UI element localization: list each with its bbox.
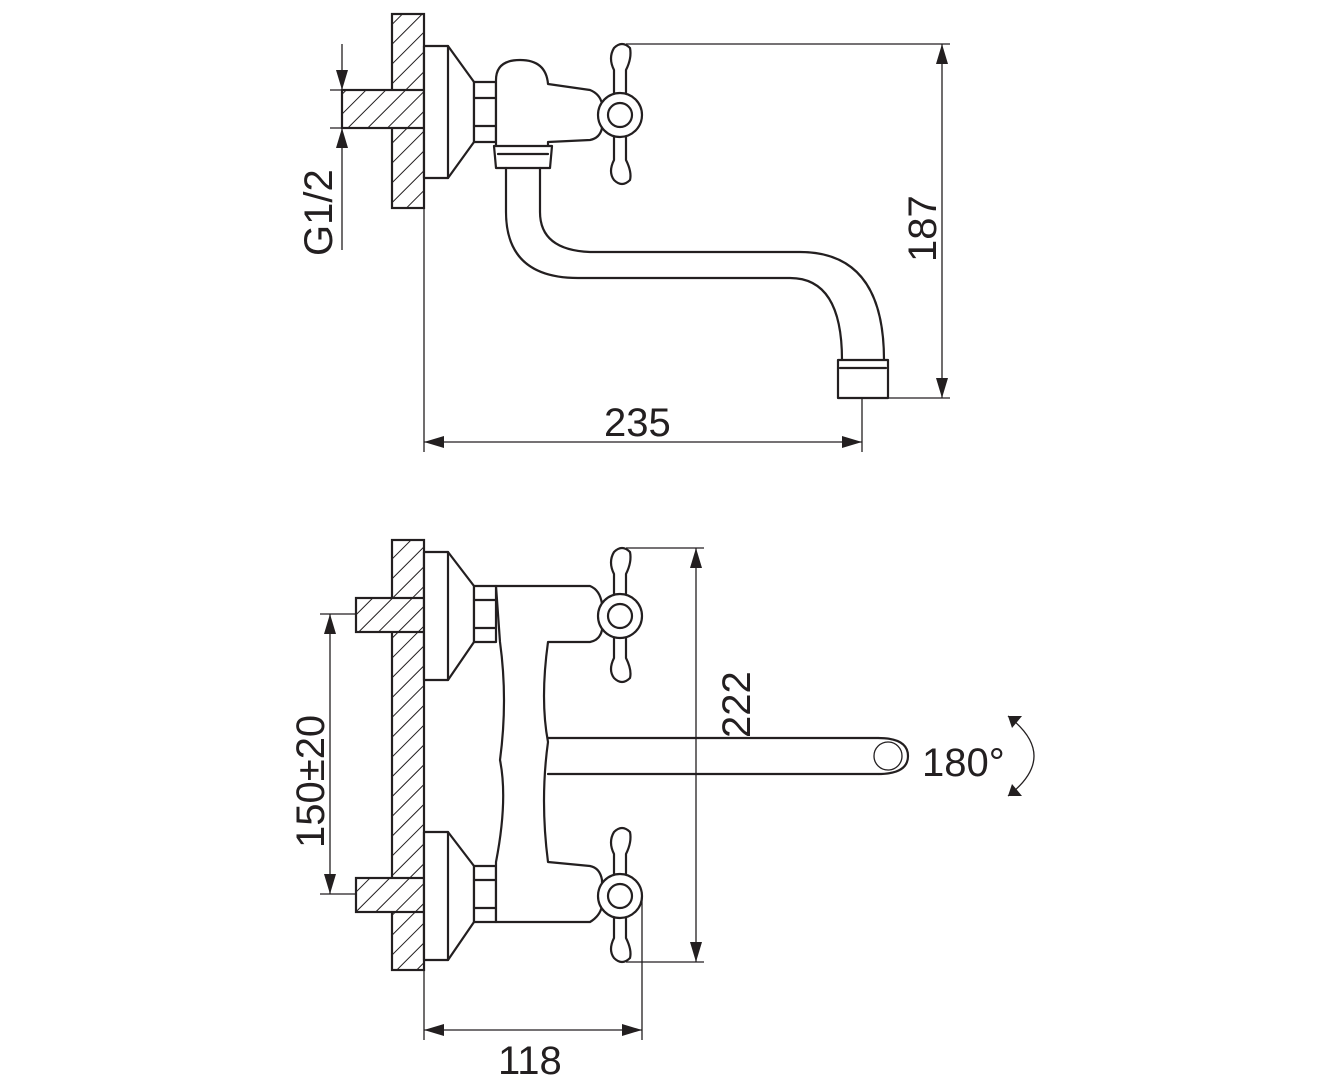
reach-dimension: 235: [423, 178, 863, 452]
side-view: G1/2 187 235: [297, 12, 950, 452]
height-label-side: 187: [901, 195, 945, 262]
inlet-pipe-side: [340, 88, 426, 130]
center-distance-dimension: 150±20: [289, 613, 356, 895]
spout-tube-side-outer: [504, 166, 844, 362]
aerator-side: [836, 358, 890, 400]
swivel-label: 180°: [922, 741, 1005, 785]
inlet-pipe-lower: [354, 876, 426, 914]
hex-nut-lower: [472, 864, 498, 924]
cross-handle-upper: [596, 546, 644, 684]
handle-offset-label: 118: [498, 1039, 562, 1083]
thread-label: G1/2: [297, 169, 341, 256]
height-label-front: 222: [715, 671, 759, 738]
height-dimension-side: 187: [626, 43, 950, 399]
swivel-indicator: 180°: [922, 715, 1035, 797]
spout-tube-side-inner: [538, 166, 886, 362]
hex-nut-side: [472, 80, 498, 144]
mixer-body-front: [494, 584, 604, 924]
cross-handle-side: [596, 42, 644, 186]
spout-collar-side: [492, 144, 554, 170]
spout-tube-front: [546, 736, 880, 776]
spout-end-front: [877, 736, 910, 776]
reach-label: 235: [604, 401, 671, 445]
hex-nut-upper: [472, 584, 498, 644]
thread-dimension: G1/2: [297, 44, 390, 256]
front-view: 222 150±20 118 180°: [289, 538, 1035, 1083]
height-dimension-front: 222: [626, 547, 759, 963]
center-distance-label: 150±20: [289, 715, 333, 848]
cross-handle-lower: [596, 826, 644, 964]
handle-offset-dimension: 118: [423, 896, 643, 1083]
inlet-pipe-upper: [354, 596, 426, 634]
mixer-body-side: [494, 58, 604, 150]
